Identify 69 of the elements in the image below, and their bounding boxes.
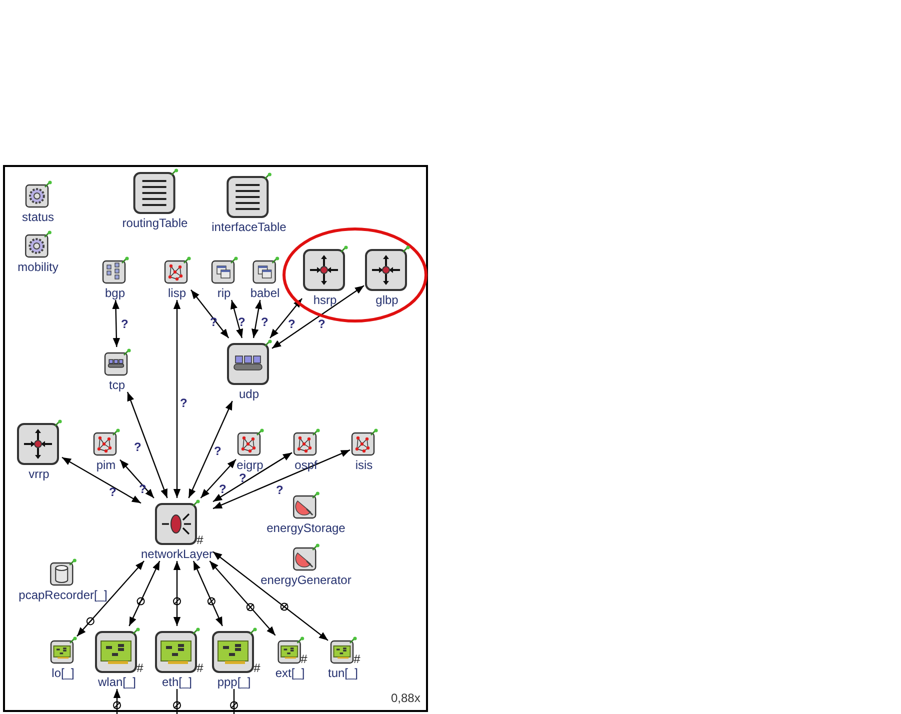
node-label: udp bbox=[238, 387, 260, 401]
edge-label: ? bbox=[276, 484, 284, 497]
node-label: mobility bbox=[18, 260, 58, 274]
edge-label: ? bbox=[180, 397, 188, 410]
node-label: hsrp bbox=[313, 293, 337, 307]
connector-arrow bbox=[173, 300, 181, 498]
connector-arrow bbox=[126, 392, 168, 498]
gate-marker-text: # bbox=[196, 662, 204, 674]
connector-arrow bbox=[76, 560, 144, 637]
edge-label: ? bbox=[261, 316, 268, 329]
node-label: routingTable bbox=[122, 216, 188, 230]
edge-label: ? bbox=[318, 318, 326, 331]
edge-label: ? bbox=[134, 441, 142, 454]
node-label: vrrp bbox=[28, 467, 50, 481]
edge-label: ? bbox=[121, 318, 128, 331]
gate-marker-text: # bbox=[300, 653, 308, 665]
zoom-level-text: 0,88x bbox=[391, 691, 420, 705]
node-label: lisp bbox=[168, 286, 186, 300]
edge-label: ? bbox=[210, 316, 218, 329]
connector-arrow bbox=[212, 452, 292, 502]
connector-arrow bbox=[173, 561, 181, 626]
connector-arrow bbox=[192, 560, 223, 626]
node-label: bgp bbox=[104, 286, 126, 300]
node-label: energyStorage bbox=[266, 521, 346, 535]
connector-arrow bbox=[128, 560, 160, 626]
edge-label: ? bbox=[239, 472, 246, 485]
node-label: ext[_] bbox=[275, 666, 305, 680]
node-label: status bbox=[22, 210, 54, 224]
edge-label: ? bbox=[219, 483, 226, 496]
connector-arrow bbox=[272, 285, 364, 349]
node-label: networkLayer bbox=[140, 547, 214, 561]
edge-label: ? bbox=[109, 486, 116, 499]
connector-arrow bbox=[120, 459, 154, 498]
edge-label: ? bbox=[238, 316, 246, 329]
node-label: babel bbox=[250, 286, 280, 300]
connector-arrow bbox=[62, 456, 142, 504]
connector-arrow bbox=[252, 300, 262, 338]
edge-label: ? bbox=[214, 445, 222, 458]
connector-arrow bbox=[270, 298, 302, 338]
gate-marker-text: # bbox=[354, 653, 360, 665]
node-label: rip bbox=[217, 286, 231, 300]
connector-arrow bbox=[190, 290, 230, 338]
connector-arrow bbox=[230, 300, 244, 338]
node-label: pim bbox=[96, 458, 116, 472]
node-label: lo[_] bbox=[52, 666, 74, 680]
connector-arrow bbox=[212, 551, 328, 641]
gate-marker-text: # bbox=[196, 534, 204, 546]
connector-arrow bbox=[188, 400, 233, 498]
node-label: ospf bbox=[294, 458, 318, 472]
node-label: glbp bbox=[376, 293, 398, 307]
connector-arrow bbox=[112, 300, 120, 348]
node-label: isis bbox=[355, 458, 373, 472]
node-label: tcp bbox=[108, 378, 125, 392]
node-label: tun[_] bbox=[328, 666, 358, 680]
node-label: pcapRecorder[_] bbox=[18, 588, 108, 602]
edge-label: ? bbox=[288, 318, 296, 331]
gate-marker-text: # bbox=[254, 662, 260, 674]
connector-arrow bbox=[113, 689, 121, 714]
node-label: ppp[_] bbox=[217, 675, 251, 689]
connector-arrow bbox=[212, 449, 350, 510]
connector-arrow bbox=[209, 560, 276, 636]
node-label: interfaceTable bbox=[212, 220, 286, 234]
node-label: eth[_] bbox=[162, 675, 192, 689]
edge-label: ? bbox=[139, 483, 146, 496]
node-label: energyGenerator bbox=[260, 573, 352, 587]
connector-arrow bbox=[200, 458, 236, 498]
gate-marker-text: # bbox=[136, 662, 144, 674]
node-label: wlan[_] bbox=[98, 675, 136, 689]
node-label: eigrp bbox=[236, 458, 264, 472]
